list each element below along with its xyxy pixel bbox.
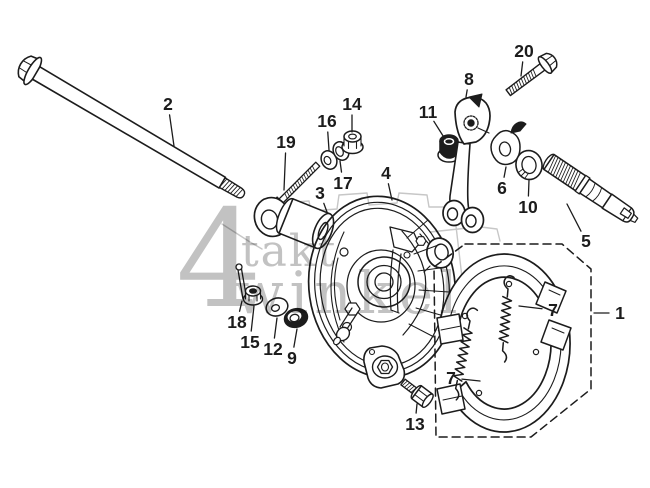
- part-10-seal: [515, 149, 543, 181]
- callout-label-15: 15: [240, 332, 260, 352]
- callout-label-6: 6: [497, 178, 507, 198]
- part-9-collar: [283, 307, 309, 329]
- callout-leader-19: [283, 152, 287, 191]
- callout-label-19: 19: [276, 132, 296, 152]
- callout-label-18: 18: [227, 312, 247, 332]
- callout-leader-3: [323, 202, 328, 213]
- part-7-springs: [452, 275, 515, 401]
- part-12-washer: [265, 297, 289, 317]
- part-5-brake-cam: [542, 153, 639, 223]
- callout-label-14: 14: [342, 94, 362, 114]
- part-20-bolt: [505, 52, 558, 97]
- callout-leader-9: [293, 328, 298, 348]
- callout-label-4: 4: [381, 163, 391, 183]
- callout-label-1: 1: [615, 303, 625, 323]
- callout-label-7: 7: [446, 368, 456, 388]
- part-16-washer: [320, 150, 338, 170]
- callout-leader-13: [415, 403, 418, 414]
- callout-leader-12: [273, 317, 278, 339]
- callout-leader-16: [327, 131, 330, 151]
- part-13-bolt: [400, 378, 434, 408]
- callout-label-5: 5: [581, 231, 591, 251]
- callout-label-12: 12: [263, 339, 283, 359]
- callout-leader-10: [527, 179, 530, 197]
- callout-label-10: 10: [518, 197, 538, 217]
- part-4-brake-panel: [307, 195, 457, 389]
- callout-leader-2: [168, 114, 175, 147]
- part-15-nut: [242, 285, 264, 306]
- callout-leader-5: [566, 203, 582, 232]
- callout-label-8: 8: [464, 69, 474, 89]
- callout-leader-6: [503, 166, 507, 178]
- callout-leader-20: [520, 61, 524, 77]
- callout-label-11: 11: [419, 102, 438, 122]
- callout-leader-7: [461, 378, 481, 382]
- part-8-brake-arm: [442, 93, 491, 234]
- callout-leader-11: [433, 120, 446, 140]
- callout-leader-18: [238, 300, 243, 312]
- callout-label-9: 9: [287, 348, 297, 368]
- callout-leader-15: [250, 305, 255, 332]
- brake-shoes: [436, 253, 572, 433]
- part-2-axle: [17, 55, 246, 199]
- part-6-indicator-plate: [490, 121, 527, 166]
- part-14-nut: [341, 130, 364, 155]
- callout-label-2: 2: [163, 94, 173, 114]
- callout-label-13: 13: [405, 414, 425, 434]
- callout-label-3: 3: [315, 183, 325, 203]
- callout-label-7: 7: [548, 300, 558, 320]
- callout-label-20: 20: [514, 41, 534, 61]
- callout-leader-7: [518, 305, 543, 310]
- callout-leader-17: [339, 160, 343, 173]
- callout-label-17: 17: [333, 173, 352, 193]
- part-18-cotter-pin: [235, 263, 248, 300]
- part-1-shoe-set-boundary: [433, 243, 592, 438]
- callout-leader-8: [465, 89, 468, 98]
- callout-label-16: 16: [317, 111, 337, 131]
- callout-leader-4: [387, 183, 393, 201]
